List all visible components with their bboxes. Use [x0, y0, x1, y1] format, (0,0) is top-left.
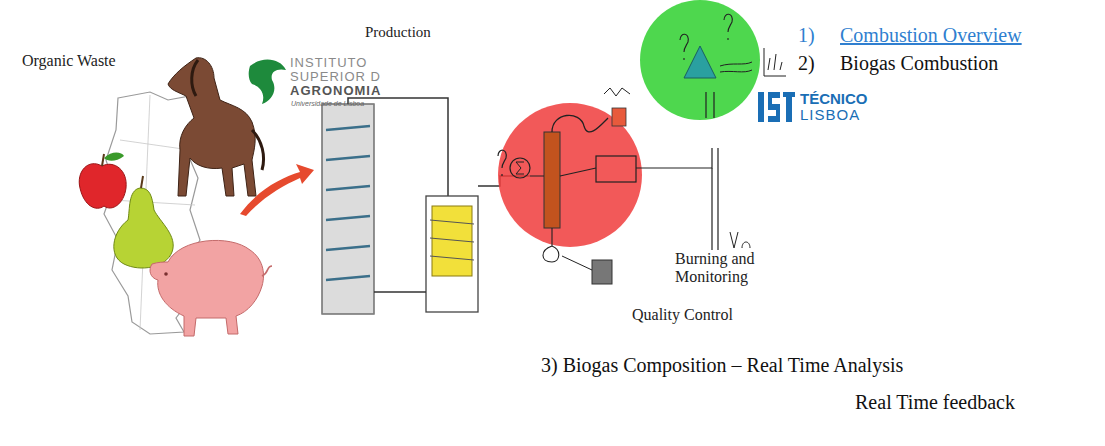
sensor — [612, 108, 626, 126]
section-label: Quality Control — [632, 306, 733, 324]
question-mark — [680, 34, 688, 60]
section-label: Burning and Monitoring — [675, 250, 775, 287]
horse-tail — [252, 130, 264, 170]
burner-tube — [706, 92, 714, 118]
logo-text: AGRONOMIA — [290, 84, 381, 99]
monitor-box — [596, 156, 636, 182]
sum-symbol-mark — [516, 162, 524, 174]
logo-text: INSTITUTO — [290, 56, 367, 71]
apple-leaf — [104, 153, 124, 161]
isa-logo-mark — [249, 60, 286, 104]
pear — [114, 188, 173, 268]
logo-text: LISBOA — [800, 106, 860, 123]
exhaust-lines — [720, 62, 752, 72]
question-mark — [724, 14, 732, 40]
combustion-circle — [640, 0, 760, 120]
pig-tail — [262, 266, 272, 276]
flame — [684, 46, 716, 78]
list-number: 1) — [798, 24, 815, 47]
pump-device — [592, 260, 612, 284]
digester-stripes — [326, 126, 370, 280]
sum-symbol — [510, 158, 530, 178]
quality-control-circle — [498, 103, 642, 247]
section-label: Production — [365, 24, 431, 41]
ist-logo-mark — [768, 92, 780, 122]
section-label: Organic Waste — [22, 52, 116, 70]
spectrum-sketch — [764, 48, 786, 76]
apple — [79, 164, 126, 209]
list-item: Combustion Overview — [840, 24, 1022, 47]
signal-wave — [604, 88, 630, 96]
gas-holder — [426, 196, 478, 312]
sample-line — [530, 148, 712, 176]
pump-line — [543, 228, 559, 262]
pig — [150, 240, 264, 336]
list-item: Real Time feedback — [855, 391, 1015, 414]
logo-text: SUPERIOR D — [290, 70, 381, 85]
air-mark — [730, 232, 750, 248]
ist-logo-mark — [786, 97, 792, 122]
logo-text: TÉCNICO — [800, 90, 868, 107]
apple-stem — [102, 154, 104, 166]
pear-stem — [141, 176, 143, 188]
question-mark — [498, 150, 506, 176]
horse-mane — [192, 60, 198, 96]
flow-arrow — [240, 164, 314, 216]
horse — [168, 58, 256, 196]
gas-holder-bands — [430, 220, 474, 260]
analyser-column — [544, 132, 560, 228]
logo-subtext: Universidade de Lisboa — [291, 100, 364, 108]
ist-logo-mark — [758, 92, 764, 122]
pump-cable — [562, 256, 592, 270]
list-number: 2) — [798, 52, 815, 75]
burner-pipe — [712, 148, 718, 250]
gas-pipe — [348, 98, 448, 196]
digester — [322, 104, 374, 314]
ist-logo-mark — [783, 92, 795, 97]
list-item: 3) Biogas Composition – Real Time Analys… — [541, 354, 903, 377]
digester-shade — [322, 104, 374, 314]
list-item: Biogas Combustion — [840, 52, 998, 75]
analyser-tube — [552, 115, 608, 132]
pig-eye — [164, 272, 168, 276]
